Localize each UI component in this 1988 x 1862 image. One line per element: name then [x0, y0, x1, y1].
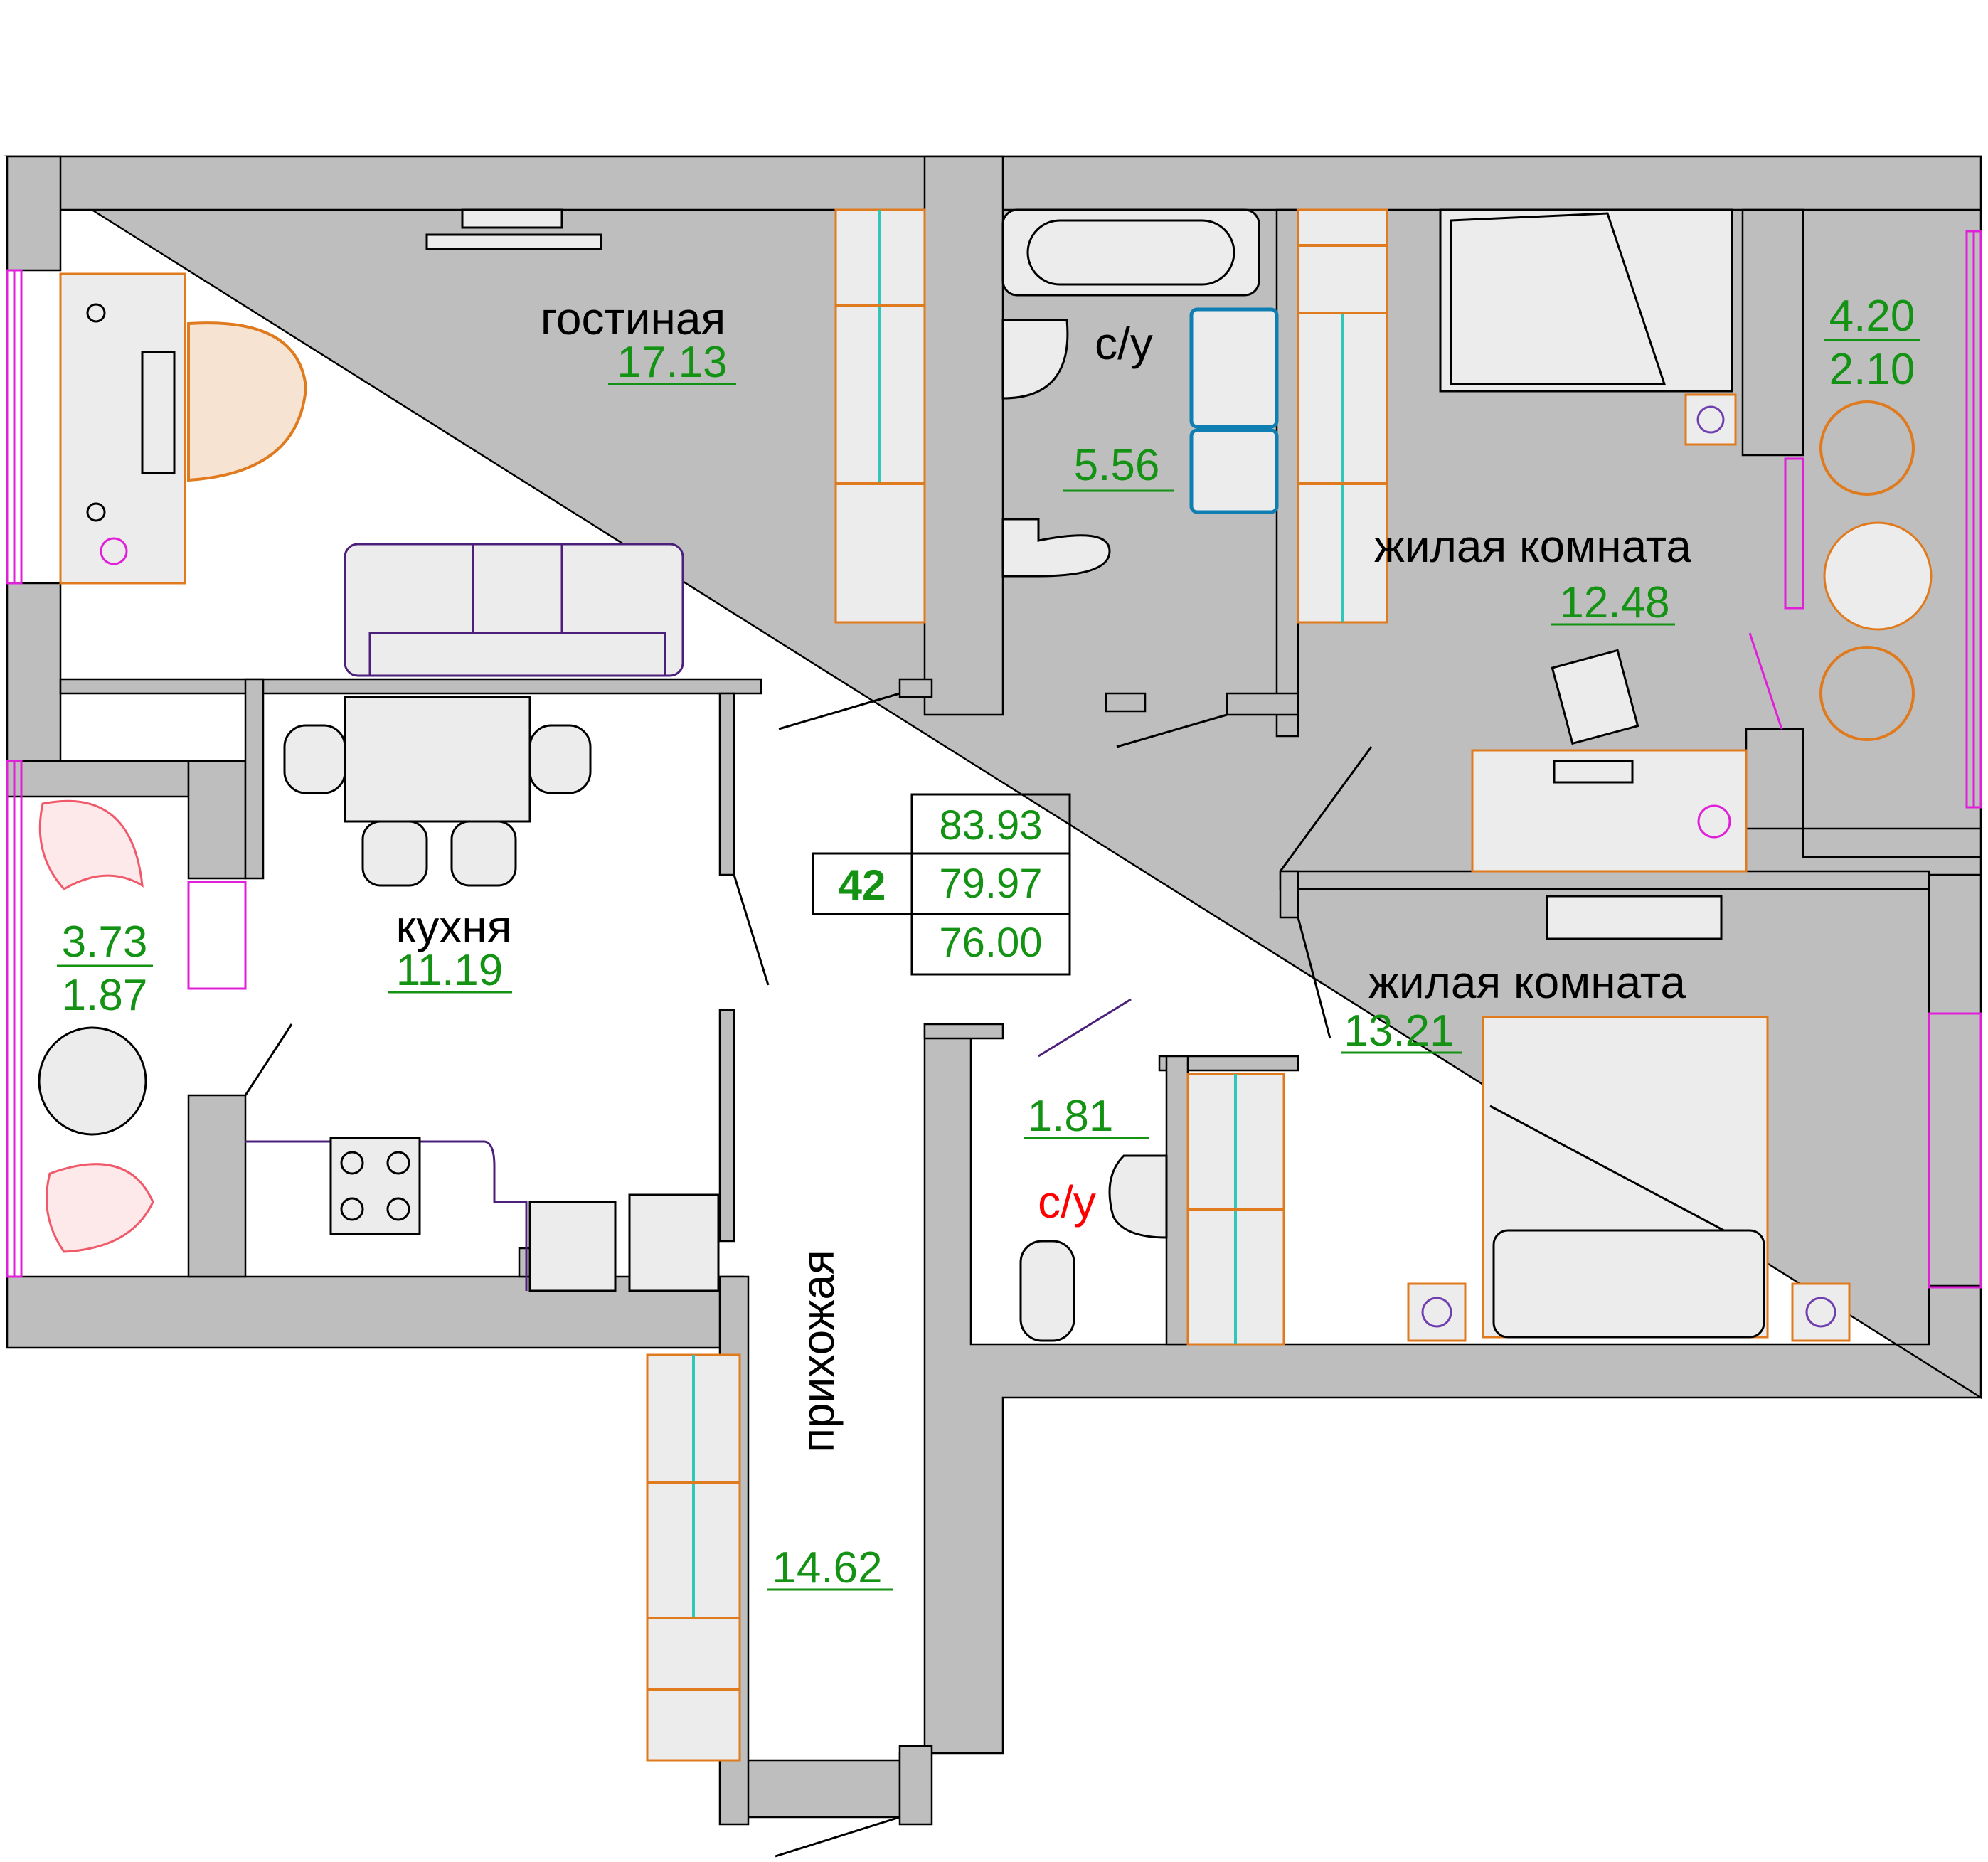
hallway-name: прихожая: [792, 1250, 844, 1452]
hallway-furniture: [646, 1353, 741, 1762]
chair: [46, 1163, 154, 1253]
living-room-name: гостиная: [541, 293, 725, 344]
desk: [1471, 749, 1748, 873]
nightstand: [1791, 1282, 1851, 1342]
dining-table: [344, 696, 531, 823]
balcony-left-furniture: [38, 799, 154, 1253]
bedroom-2-name: жилая комната: [1368, 957, 1686, 1008]
living-room-furniture: [59, 208, 926, 677]
round-table: [38, 1026, 147, 1136]
keyboard-icon: [1553, 760, 1634, 784]
bedroom-1-furniture: [1439, 208, 1748, 873]
bathroom-main-area: 5.56: [1074, 441, 1160, 490]
kitchen-area: 11.19: [396, 946, 504, 995]
bedroom-2-furniture: [1407, 895, 1851, 1342]
bed: [1439, 208, 1733, 393]
balcony-left-area-reduced: 1.87: [62, 971, 148, 1020]
plant-icon: [1697, 804, 1731, 839]
chair: [38, 799, 144, 890]
round-table: [1823, 521, 1933, 631]
plant-icon: [100, 537, 128, 565]
tv-unit: [1546, 895, 1723, 940]
kitchen-name: кухня: [396, 901, 512, 952]
office-chair: [1551, 649, 1639, 745]
bathroom-main-name: с/у: [1095, 318, 1153, 369]
computer-icon: [141, 351, 176, 474]
walls: [4, 155, 1982, 1826]
washbasin-icon: [1108, 1154, 1168, 1239]
doors: [244, 692, 1373, 1858]
stove-icon: [329, 1137, 421, 1235]
toilet-icon: [1001, 518, 1111, 578]
chair: [283, 724, 346, 794]
bedroom-2-area: 13.21: [1344, 1006, 1454, 1055]
sink-icon: [528, 1201, 617, 1292]
apartment-summary: 42 83.93 79.97 76.00: [812, 793, 1071, 976]
washing-machine: [1189, 428, 1279, 514]
nightstand: [1407, 1282, 1467, 1342]
chair: [1819, 646, 1915, 741]
toilet-icon: [1019, 1240, 1075, 1342]
chair: [528, 724, 592, 794]
chair: [361, 820, 428, 887]
bathroom-small-fixtures: [1019, 1073, 1285, 1346]
living-area: 76.00: [939, 920, 1042, 966]
area-with-balcony: 79.97: [939, 861, 1042, 907]
bathroom-small-area: 1.81: [1028, 1092, 1114, 1141]
balcony-right-area: 4.20: [1829, 292, 1915, 341]
washing-machine: [1189, 307, 1279, 429]
washbasin-icon: [1001, 319, 1069, 400]
kitchen-furniture: [245, 696, 720, 1292]
hallway-area: 14.62: [772, 1543, 882, 1592]
bedroom-1-area: 12.48: [1559, 578, 1669, 627]
tv-unit: [425, 233, 602, 250]
room-labels: гостиная 17.13 кухня 11.19 с/у 5.56 жила…: [57, 292, 1920, 1592]
nightstand: [1684, 393, 1737, 446]
living-room-area: 17.13: [617, 338, 727, 387]
bathroom-main-fixtures: [1001, 208, 1388, 624]
balcony-right-furniture: [1819, 400, 1933, 741]
fridge: [628, 1193, 720, 1292]
bedroom-1-name: жилая комната: [1374, 521, 1691, 572]
chair: [1819, 400, 1915, 496]
windows: [6, 230, 1982, 1289]
balcony-right-area-reduced: 2.10: [1829, 345, 1915, 394]
bathroom-small-name: с/у: [1038, 1176, 1096, 1228]
apartment-number: 42: [839, 861, 886, 909]
total-area: 83.93: [939, 802, 1042, 848]
balcony-left-area: 3.73: [62, 917, 148, 967]
chair: [450, 820, 517, 887]
tv: [461, 208, 563, 229]
armchair: [187, 321, 308, 482]
